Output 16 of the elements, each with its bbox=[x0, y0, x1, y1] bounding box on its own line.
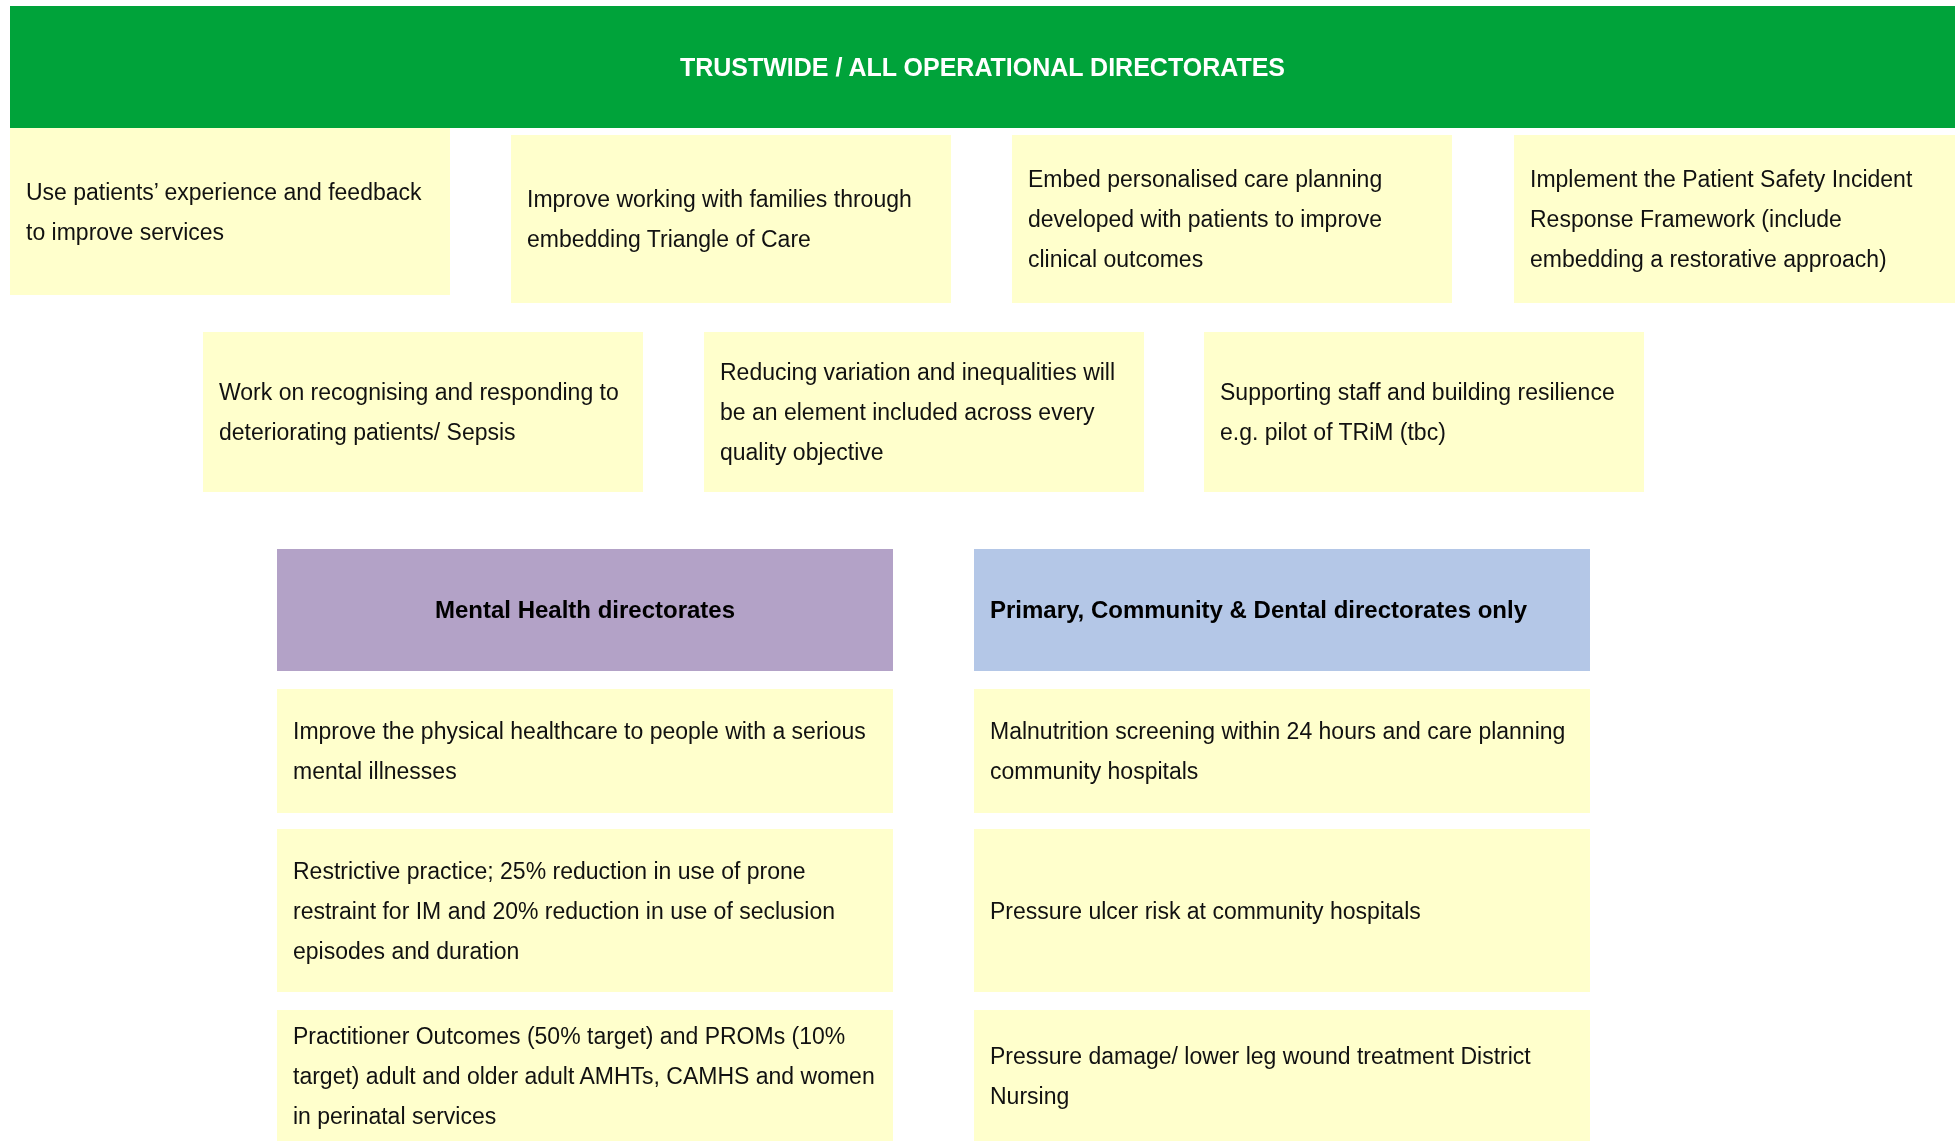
objective-card: Improve the physical healthcare to people with a serious mental illnesses bbox=[277, 689, 893, 813]
objective-card: Embed personalised care planning developed with patients to improve clinical outcomes bbox=[1012, 135, 1452, 303]
objective-card: Malnutrition screening within 24 hours and care planning community hospitals bbox=[974, 689, 1590, 813]
banner-heading: TRUSTWIDE / ALL OPERATIONAL DIRECTORATES bbox=[10, 6, 1955, 128]
objective-card: Pressure damage/ lower leg wound treatment District Nursing bbox=[974, 1010, 1590, 1141]
objective-card: Work on recognising and responding to deteriorating patients/ Sepsis bbox=[203, 332, 643, 492]
section-header: Primary, Community & Dental directorates only bbox=[974, 549, 1590, 671]
objective-card: Implement the Patient Safety Incident Response Framework (include embedding a restorative approach) bbox=[1514, 135, 1955, 303]
objective-card: Pressure ulcer risk at community hospitals bbox=[974, 829, 1590, 992]
objective-card: Reducing variation and inequalities will be an element included across every quality objective bbox=[704, 332, 1144, 492]
section-header: Mental Health directorates bbox=[277, 549, 893, 671]
objective-card: Restrictive practice; 25% reduction in use of prone restraint for IM and 20% reduction in use of seclusion episodes and duration bbox=[277, 829, 893, 992]
objective-card: Improve working with families through embedding Triangle of Care bbox=[511, 135, 951, 303]
objective-card: Use patients’ experience and feedback to improve services bbox=[10, 128, 450, 295]
objective-card: Practitioner Outcomes (50% target) and PROMs (10% target) adult and older adult AMHTs, CAMHS and women in perinatal services bbox=[277, 1010, 893, 1141]
objective-card: Supporting staff and building resilience e.g. pilot of TRiM (tbc) bbox=[1204, 332, 1644, 492]
